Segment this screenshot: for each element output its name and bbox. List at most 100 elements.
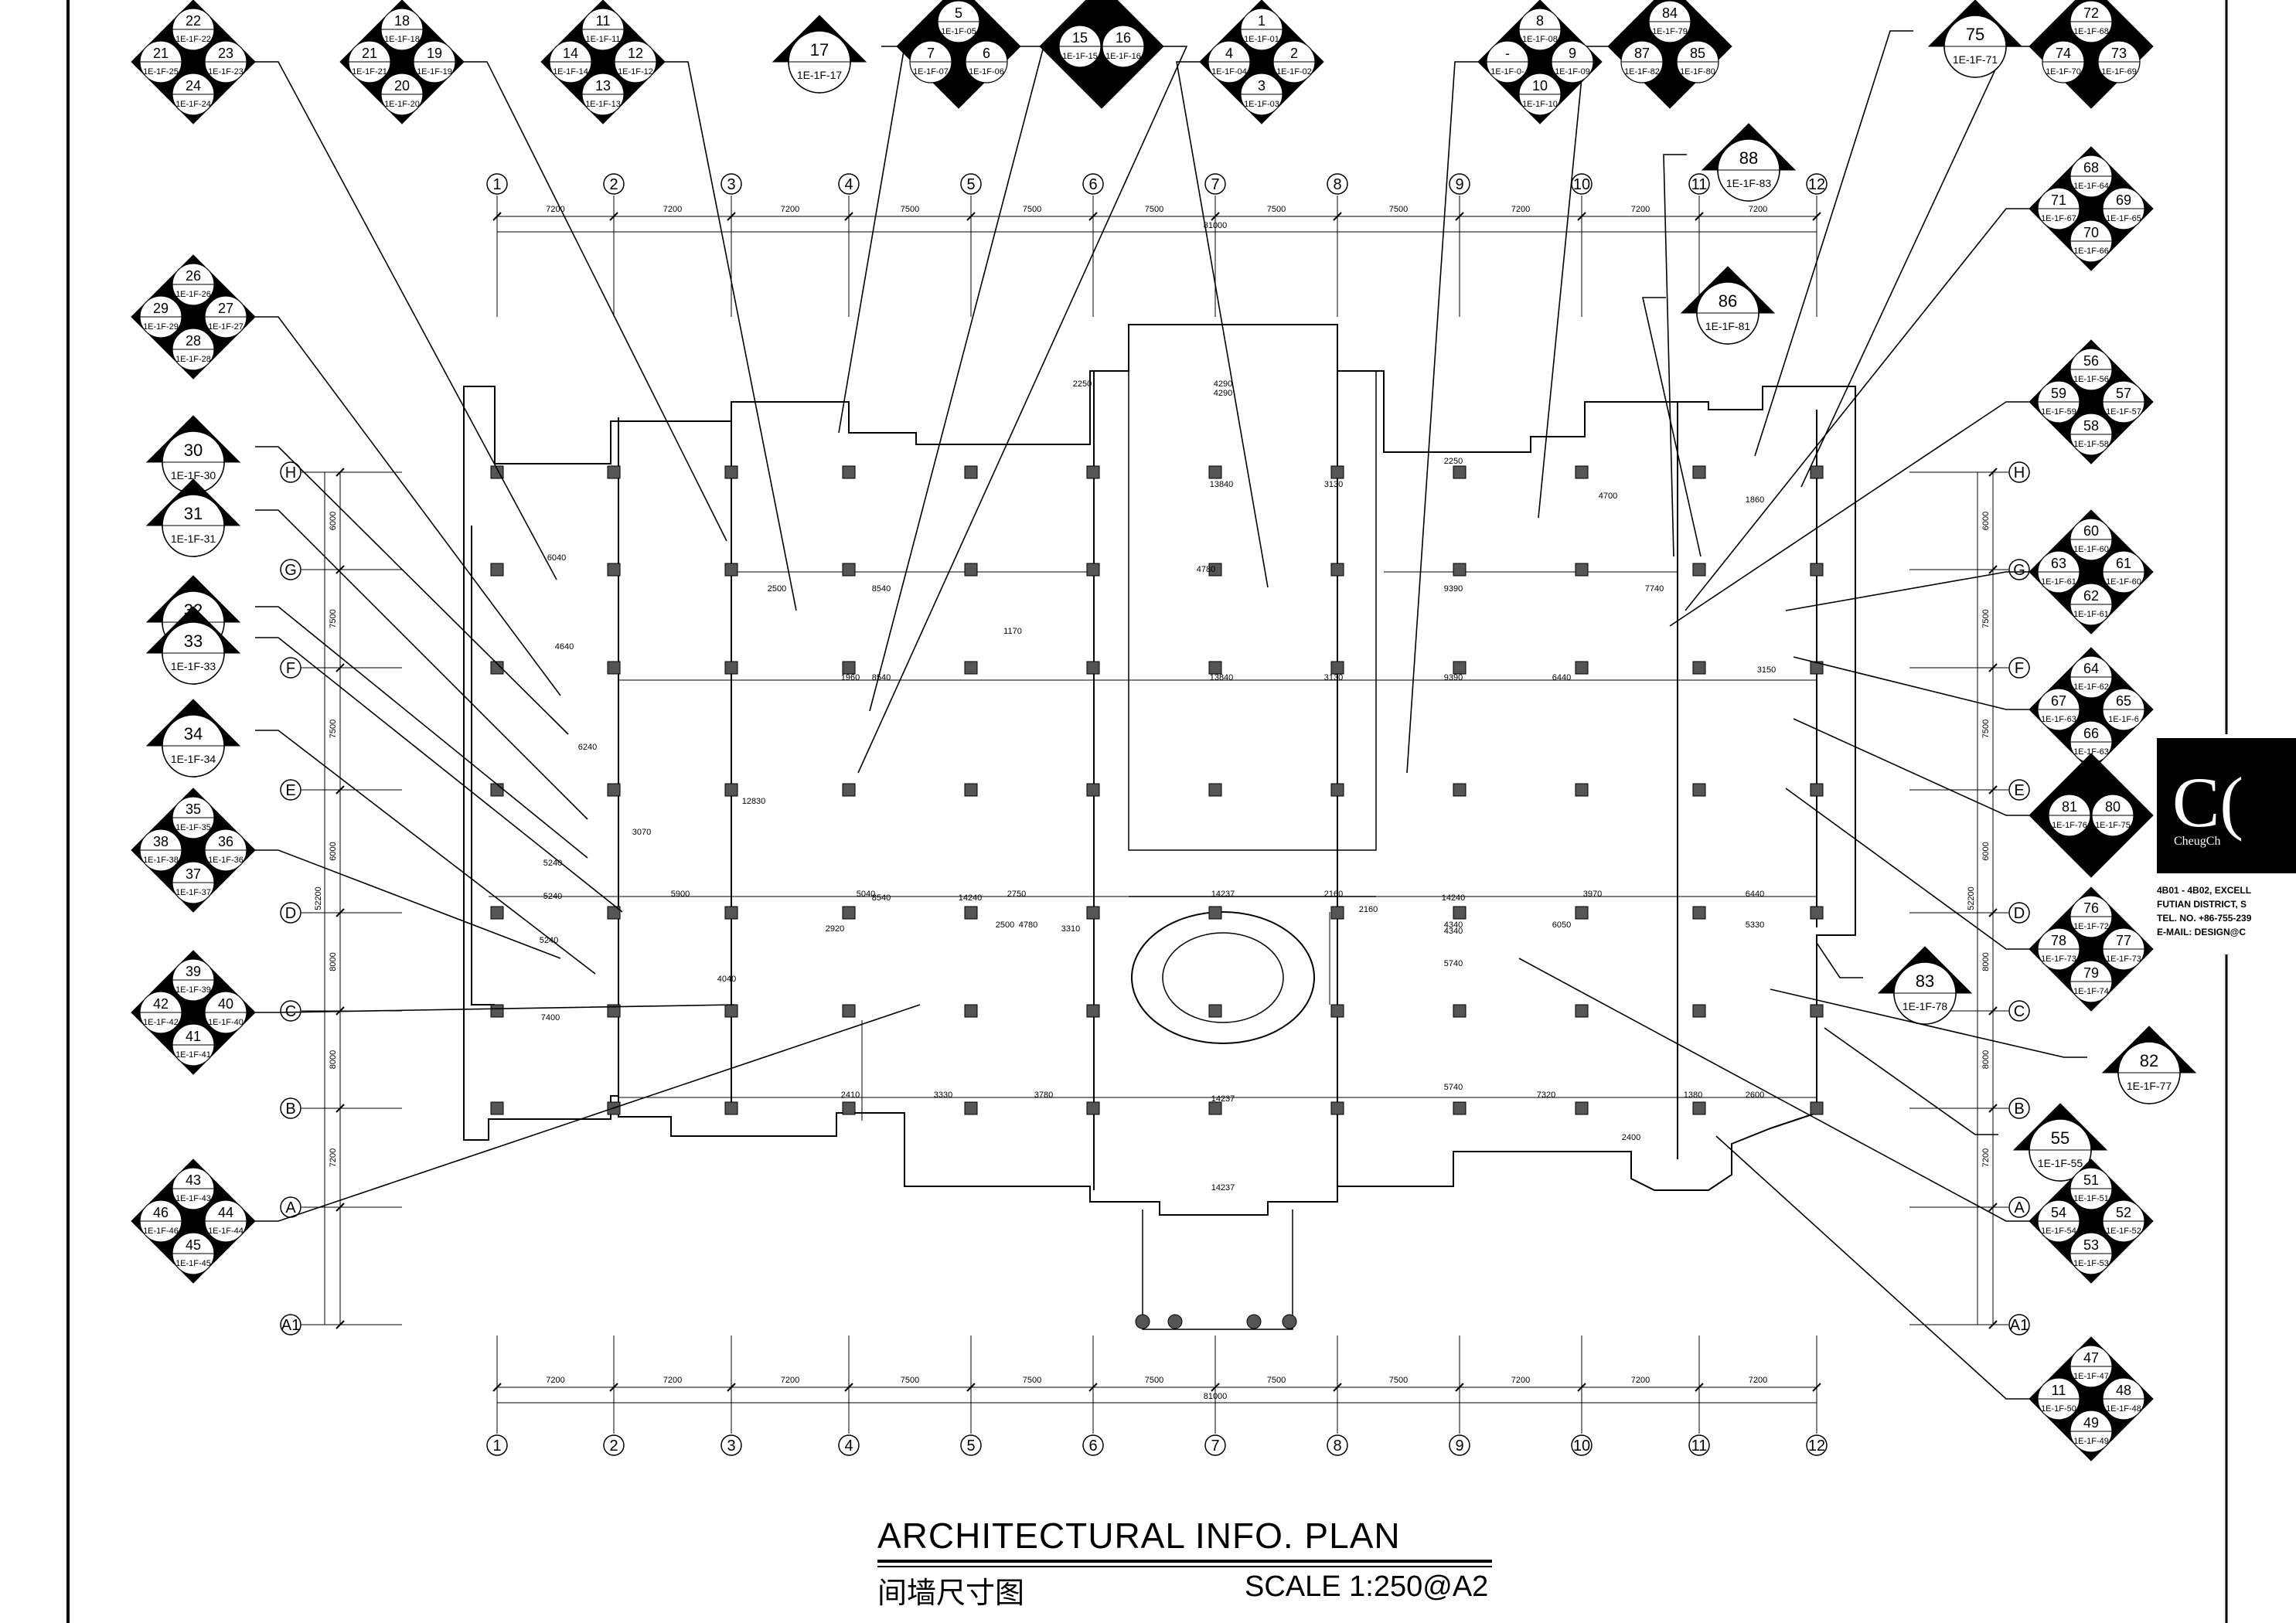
grid-label-row: A1 [2010, 1317, 2029, 1334]
structural-column [1208, 906, 1222, 920]
callout-reference: 1E-1F-34 [171, 753, 216, 765]
grid-bubble [280, 1314, 301, 1335]
leader-line [255, 849, 561, 959]
callout-reference: 1E-1F-64 [2073, 182, 2109, 191]
company-logo [2157, 738, 2296, 873]
callout-number: 14 [563, 46, 578, 61]
structural-column [964, 783, 978, 797]
callout-number: 16 [1116, 30, 1131, 46]
structural-column [964, 1101, 978, 1115]
callout-reference: 1E-1F-36 [208, 856, 244, 865]
dimension-tick [336, 468, 345, 477]
room-dimension: 7320 [1537, 1091, 1555, 1100]
structural-column [724, 465, 738, 479]
grid-bubble [1082, 1434, 1104, 1456]
grid-bubble [2008, 657, 2030, 679]
callout-reference: 1E-1F-18 [384, 35, 420, 44]
room-dimension: 13840 [1210, 480, 1234, 489]
dimension-tick [1577, 212, 1586, 221]
structural-column [607, 1004, 621, 1018]
grid-label-column: 6 [1088, 176, 1097, 193]
dimension-total: 81000 [1204, 1392, 1228, 1401]
dimension-label: 7500 [1389, 1376, 1408, 1385]
room-dimension: 4780 [1019, 920, 1037, 930]
dimension-tick [1988, 1203, 1998, 1212]
callout-number: 39 [186, 964, 201, 979]
structural-column [724, 1004, 738, 1018]
building-outline [463, 324, 1856, 1330]
room-dimension: 6440 [1746, 890, 1764, 899]
callout-number: 82 [2140, 1051, 2158, 1070]
dimension-tick [336, 1320, 345, 1329]
structural-column [964, 906, 978, 920]
callout-reference: 1E-1F-57 [2106, 407, 2141, 417]
dimension-tick [336, 1104, 345, 1113]
leader-line [1754, 30, 1913, 457]
callout-reference: 1E-1F-75 [2095, 821, 2131, 830]
callout-reference: 1E-1F-60 [2106, 577, 2141, 587]
room-dimension: 7740 [1645, 584, 1664, 594]
callout-number: 85 [1690, 46, 1705, 61]
grid-label-row: A [285, 1199, 296, 1216]
callout-number: 6 [983, 46, 990, 61]
room-dimension: 4340 [1444, 927, 1463, 936]
callout-number: 33 [184, 631, 203, 651]
structural-column [1330, 1101, 1344, 1115]
structural-column [842, 906, 856, 920]
dimension-label: 7200 [546, 1376, 564, 1385]
room-dimension: 9390 [1444, 673, 1463, 682]
grid-label-column: 9 [1455, 176, 1463, 193]
structural-column [1692, 906, 1706, 920]
grid-bubble [960, 173, 982, 195]
structural-column [1810, 1004, 1824, 1018]
room-dimension: 14240 [959, 893, 983, 903]
grid-label-column: 8 [1333, 176, 1341, 193]
room-dimension: 4640 [555, 642, 574, 652]
leader-line [255, 1004, 735, 1013]
callout-reference: 1E-1F-81 [1705, 320, 1751, 332]
callout-reference: 1E-1F-07 [913, 67, 949, 77]
callout-reference: 1E-1F-38 [143, 856, 179, 865]
structural-column [1810, 465, 1824, 479]
grid-label-row: D [285, 905, 296, 922]
callout-reference: 1E-1F-03 [1244, 100, 1279, 109]
grid-bubble [280, 902, 301, 924]
dimension-label: 8000 [329, 952, 338, 971]
callout-reference: 1E-1F-20 [384, 100, 420, 109]
room-dimension: 1960 [841, 673, 860, 682]
callout-reference: 1E-1F-73 [2106, 954, 2141, 964]
structural-column [1208, 465, 1222, 479]
callout-reference: 1E-1F-37 [175, 888, 211, 897]
structural-column [1453, 563, 1467, 577]
callout-number: 26 [186, 268, 201, 284]
title-underline [877, 1560, 1492, 1563]
callout-reference: 1E-1F-70 [2046, 67, 2081, 77]
callout-number: 53 [2083, 1237, 2099, 1253]
dimension-tick [1812, 1383, 1821, 1392]
room-dimension: 5740 [1444, 1083, 1463, 1092]
structural-column [1330, 906, 1344, 920]
dimension-tick [492, 212, 502, 221]
leader-line [1793, 718, 2029, 816]
grid-bubble [1571, 1434, 1593, 1456]
callout-number: 17 [810, 40, 829, 60]
callout-reference: 1E-1F-61 [2041, 577, 2076, 587]
callout-diamond [131, 788, 256, 913]
leader-line [255, 1004, 921, 1222]
dimension-tick [1088, 212, 1098, 221]
callout-number: 61 [2116, 556, 2131, 571]
room-dimension: 5240 [543, 859, 562, 868]
structural-column [1453, 783, 1467, 797]
structural-column [1086, 906, 1100, 920]
